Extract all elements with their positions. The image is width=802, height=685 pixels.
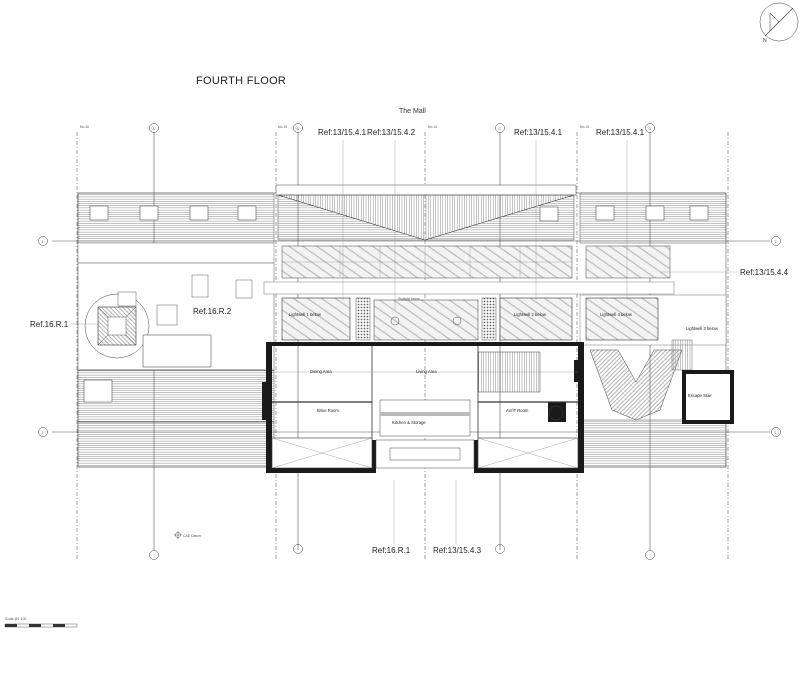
- apartment-walls: [262, 342, 734, 473]
- ref-label-top-2: Ref:13/15.4.2: [367, 128, 416, 137]
- svg-text:B: B: [297, 127, 300, 131]
- ref-label-left-roof: Ref.16.R.2: [193, 307, 232, 316]
- svg-text:2: 2: [42, 431, 44, 435]
- left-house-roof: [77, 192, 275, 468]
- grid-markers-side: 1 2 1 2: [38, 236, 781, 437]
- room-label-lightwell-1: Lightwell 1 below: [289, 312, 322, 317]
- reference-labels: Ref:13/15.4.1 Ref:13/15.4.2 Ref:13/15.4.…: [30, 128, 789, 555]
- ref-label-left: Ref.16.R.1: [30, 320, 69, 329]
- scale-label: Scale @1:100: [5, 617, 26, 621]
- room-label-wine: Wine Room: [317, 408, 339, 413]
- ref-label-bottom-2: Ref:13/15.4.3: [433, 546, 482, 555]
- ref-label-top-3: Ref:13/15.4.1: [514, 128, 563, 137]
- room-label-lightwell-3: Lightwell 3 below: [686, 326, 719, 331]
- drawing-title: FOURTH FLOOR: [196, 75, 286, 87]
- room-label-lightwell-2: Lightwell 2 below: [514, 312, 547, 317]
- internal-partitions: [271, 316, 579, 469]
- ref-label-top-4: Ref:13/15.4.1: [596, 128, 645, 137]
- svg-text:CAD Datum: CAD Datum: [183, 534, 201, 538]
- svg-text:A: A: [153, 127, 156, 131]
- party-wall-label: No.13: [580, 125, 589, 129]
- room-labels: Lightwell 1 below Lightwell 2 below Ligh…: [289, 297, 719, 425]
- svg-text:2: 2: [775, 431, 777, 435]
- street-label: The Mall: [399, 108, 426, 115]
- ref-label-right: Ref:13/15.4.4: [740, 268, 789, 277]
- svg-text:1: 1: [42, 240, 44, 244]
- glazed-roof-band: [263, 245, 675, 295]
- party-wall-label: No.15: [278, 125, 287, 129]
- room-label-kitchen: Kitchen & Storage: [392, 420, 426, 425]
- room-label-av: AV/IT Room: [506, 408, 529, 413]
- party-wall-label: No.16: [80, 125, 89, 129]
- cad-datum-marker: CAD Datum: [174, 531, 201, 539]
- room-label-living: Living Area: [416, 369, 437, 374]
- north-arrow-icon: N: [759, 2, 799, 44]
- room-label-skylight: Skylight below: [398, 297, 420, 301]
- room-label-dining: Dining Area: [310, 369, 332, 374]
- room-label-lightwell-4: Lightwell 4 below: [600, 312, 633, 317]
- party-wall-label: No.14: [428, 125, 437, 129]
- svg-text:1: 1: [775, 240, 777, 244]
- scale-bar: Scale @1:100: [4, 617, 78, 628]
- room-label-escape: Escape Stair: [688, 393, 712, 398]
- ref-label-top-1: Ref:13/15.4.1: [318, 128, 367, 137]
- svg-text:C: C: [499, 127, 502, 131]
- grid-markers-top: A B C D: [149, 123, 655, 133]
- north-label: N: [763, 38, 767, 44]
- lightwells-row: [281, 297, 659, 341]
- svg-text:D: D: [649, 127, 652, 131]
- central-pitched-roof: [275, 184, 577, 241]
- grid-markers-bottom: [149, 544, 655, 560]
- ref-label-bottom-1: Ref:16.R.1: [372, 546, 411, 555]
